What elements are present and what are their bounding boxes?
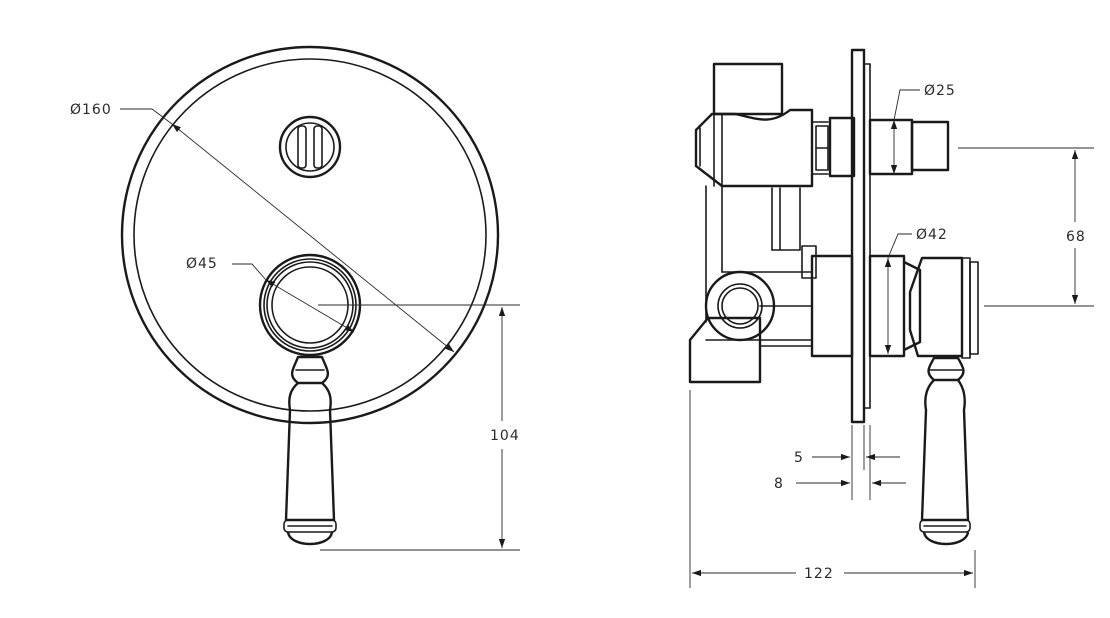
wall-plate-outer <box>120 45 500 425</box>
dim-plate-thickness: 5 8 <box>774 425 906 500</box>
diverter-knob <box>278 115 342 179</box>
dim-hub-diameter: Ø45 <box>186 256 355 333</box>
wall-plate-inner <box>133 58 487 412</box>
upper-valve-body <box>694 108 829 188</box>
front-view: Ø160 Ø45 104 <box>70 45 520 551</box>
cartridge-body <box>868 254 979 359</box>
dim-height: 104 <box>318 304 520 551</box>
label-outlet-spacing: 68 <box>1066 229 1086 245</box>
label-plate-thickness-a: 5 <box>794 450 804 466</box>
side-lever-handle <box>919 356 971 546</box>
side-view: Ø25 Ø42 68 5 8 <box>688 48 1094 588</box>
inlet-port <box>704 270 776 342</box>
wall-plate-side <box>850 48 871 424</box>
label-total-depth: 122 <box>804 566 834 582</box>
label-plate-diameter: Ø160 <box>70 102 112 118</box>
outlet-spout <box>828 116 950 178</box>
label-body-diameter: Ø42 <box>916 227 948 243</box>
dim-body-diameter: Ø42 <box>884 227 948 354</box>
dim-outlet-spacing: 68 <box>958 147 1094 307</box>
label-height: 104 <box>490 428 520 444</box>
dim-plate-diameter: Ø160 <box>70 102 455 353</box>
label-outlet-diameter: Ø25 <box>924 83 956 99</box>
dim-outlet-diameter: Ø25 <box>890 83 956 174</box>
dim-total-depth: 122 <box>689 390 976 588</box>
lever-handle <box>283 355 337 546</box>
mounting-frame <box>688 62 813 384</box>
label-hub-diameter: Ø45 <box>186 256 218 272</box>
label-plate-thickness-b: 8 <box>774 476 784 492</box>
